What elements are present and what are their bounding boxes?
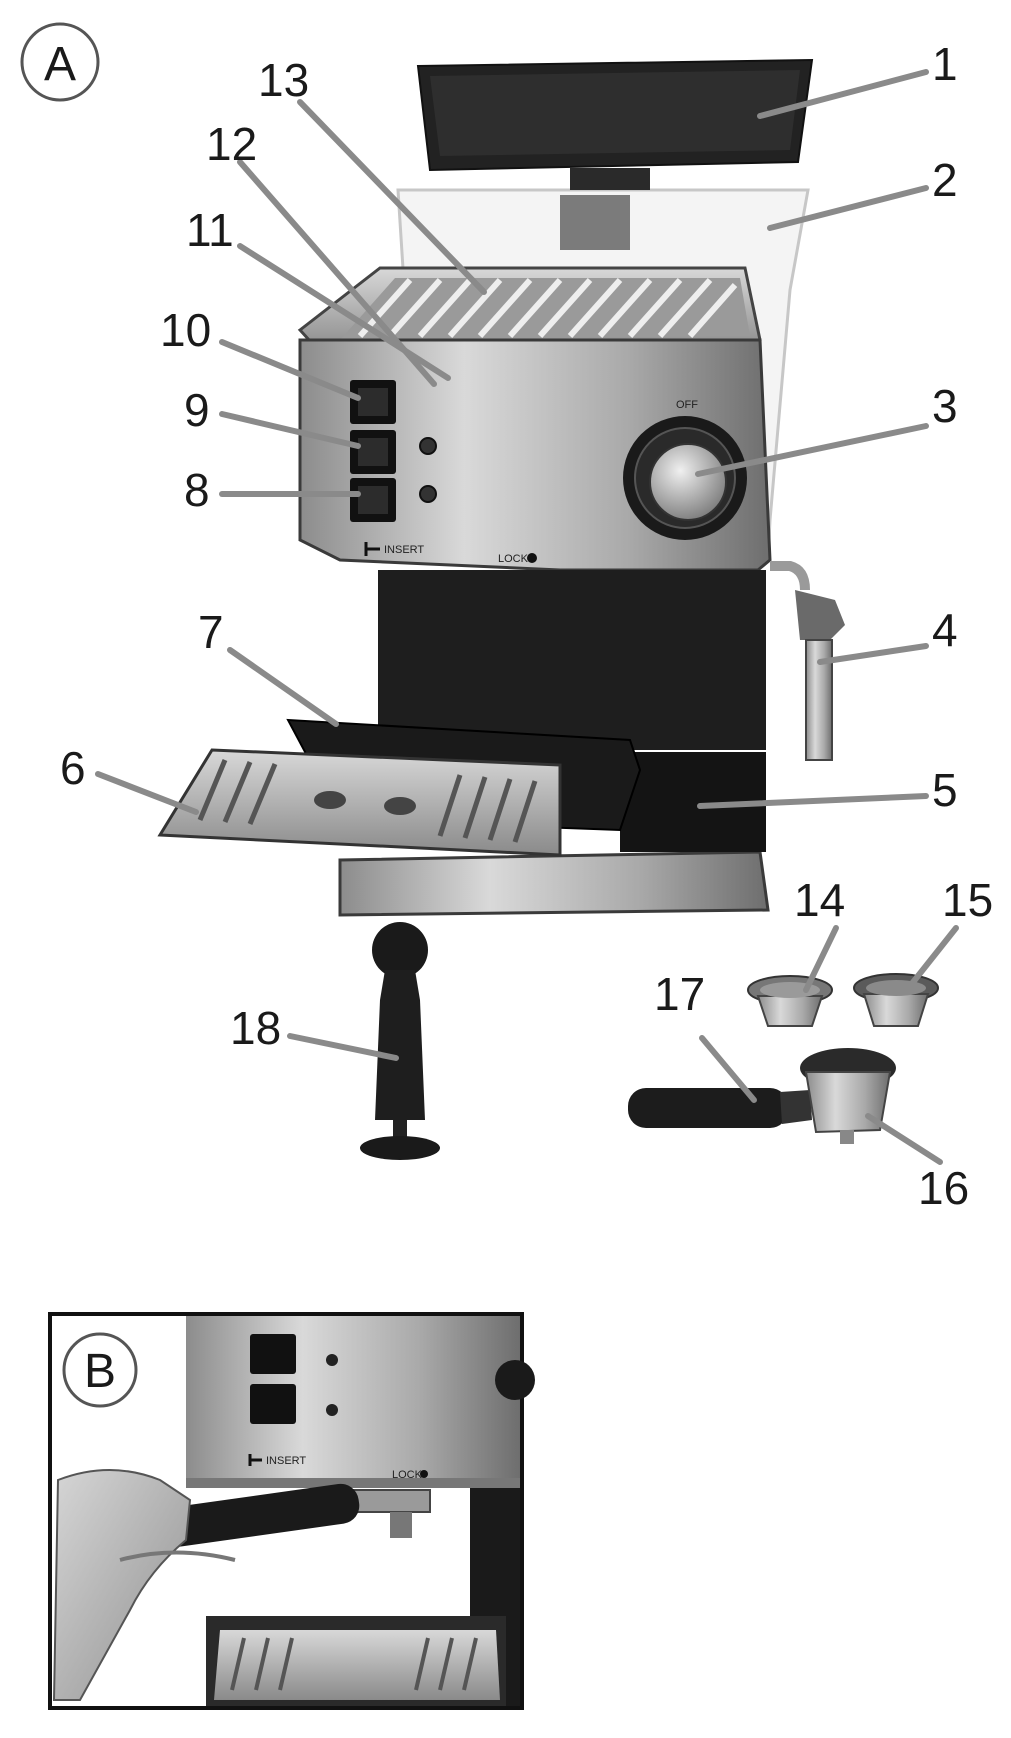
switch-b-1 [250, 1334, 296, 1374]
panel-a-badge [20, 22, 100, 102]
callout-15: 15 [942, 874, 993, 926]
callout-6: 6 [60, 742, 86, 794]
callout-numbers: 1 2 3 4 5 6 7 8 9 10 11 12 13 14 15 16 1… [60, 38, 993, 1214]
rotation-arrow [277, 1561, 445, 1590]
drip-grid-slots [197, 759, 538, 843]
insert-label: INSERT [384, 544, 424, 556]
drip-tray-base [338, 752, 770, 917]
tank-lid [416, 58, 814, 190]
callout-1: 1 [932, 38, 958, 90]
callout-7: 7 [198, 606, 224, 658]
brew-column [378, 570, 766, 750]
panel-b-lock-label: LOCK [392, 1469, 423, 1481]
callout-9: 9 [184, 384, 210, 436]
callout-2: 2 [932, 154, 958, 206]
lock-dot [527, 553, 537, 563]
steam-wand [770, 561, 845, 761]
tamper [360, 922, 440, 1160]
panel-b-badge [62, 1332, 138, 1408]
callout-16: 16 [918, 1162, 969, 1214]
callout-13: 13 [258, 54, 309, 106]
lock-label: LOCK [498, 553, 529, 565]
callout-11: 11 [186, 204, 234, 256]
callout-5: 5 [932, 764, 958, 816]
panel-b: INSERT LOCK B [48, 1312, 535, 1710]
hand [52, 1469, 192, 1701]
switch-b-2 [250, 1384, 296, 1424]
callout-14: 14 [794, 874, 845, 926]
callout-10: 10 [160, 304, 211, 356]
selector-knob[interactable]: OFF [623, 399, 747, 540]
control-panel: INSERT LOCK [350, 380, 537, 565]
filter-basket-14 [747, 975, 833, 1027]
indicator-light-11 [419, 437, 437, 455]
callout-12: 12 [206, 118, 257, 170]
panel-a-letter: A [44, 38, 76, 91]
callout-8: 8 [184, 464, 210, 516]
panel-a: A [20, 22, 993, 1214]
panel-b-letter: B [84, 1345, 116, 1398]
panel-b-insert-label: INSERT [266, 1455, 306, 1467]
knob-off-label: OFF [676, 399, 698, 411]
portafilter [628, 1048, 896, 1144]
callout-18: 18 [230, 1002, 281, 1054]
callout-4: 4 [932, 604, 958, 656]
leader-lines [95, 69, 959, 1165]
callout-17: 17 [654, 968, 705, 1020]
grille-ribs [357, 278, 738, 338]
indicator-light-12 [419, 485, 437, 503]
callout-3: 3 [932, 380, 958, 432]
filter-basket-15 [853, 973, 939, 1027]
